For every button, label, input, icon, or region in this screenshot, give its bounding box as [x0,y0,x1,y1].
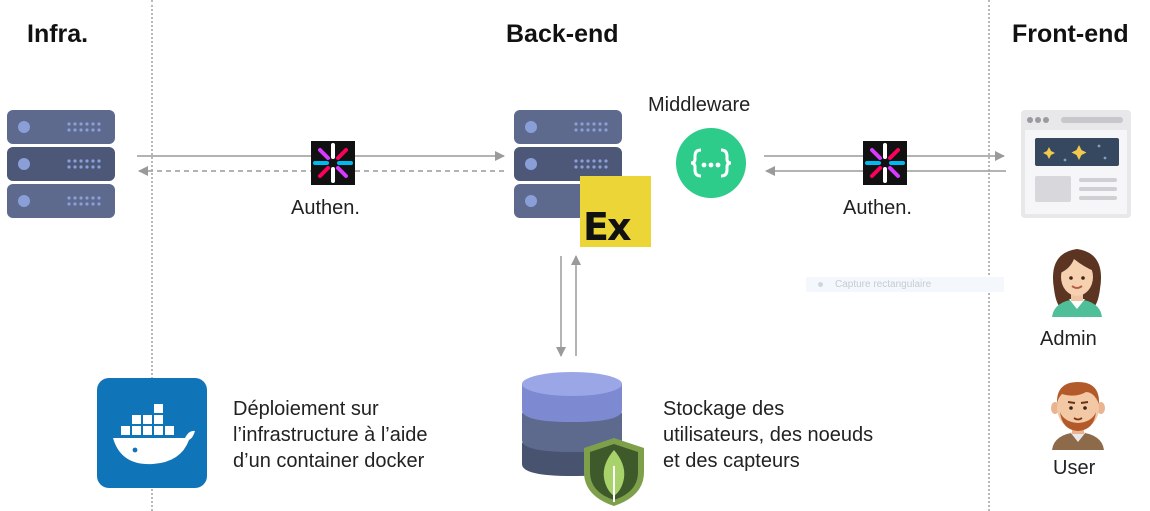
title-frontend: Front-end [1012,20,1129,48]
storage-description: Stockage des utilisateurs, des noeuds et… [663,396,873,474]
express-logo-text: Ex [583,205,631,249]
jwt-logo-icon-right [863,141,907,185]
title-backend: Back-end [506,20,619,48]
webpage-icon [1021,110,1131,218]
docker-desc-line-1: Déploiement sur [233,398,379,420]
divider-right [988,0,990,511]
user-label: User [1053,457,1096,479]
authen-label-right: Authen. [843,197,912,219]
docker-desc-line-2: l’infrastructure à l’aide [233,424,428,446]
capture-label: Capture rectangulaire [835,279,932,290]
express-logo-icon: Ex [580,176,651,249]
jwt-logo-icon-left [311,141,355,185]
mongodb-logo-icon [582,436,646,508]
user-avatar-icon [1048,376,1108,450]
docker-desc-line-3: d’un container docker [233,450,425,472]
infra-server-icon [7,110,117,218]
middleware-icon [676,128,746,198]
storage-desc-line-1: Stockage des [663,398,785,420]
capture-chip: Capture rectangulaire [806,277,1004,292]
storage-desc-line-2: utilisateurs, des noeuds [663,424,874,446]
admin-label: Admin [1040,328,1097,350]
capture-dot-icon [818,281,823,287]
middleware-label: Middleware [648,94,751,116]
title-infra: Infra. [27,20,89,48]
divider-left [151,0,153,511]
docker-logo-icon [97,378,207,488]
admin-avatar-icon [1044,245,1110,317]
docker-description: Déploiement sur l’infrastructure à l’aid… [233,396,428,474]
storage-desc-line-3: et des capteurs [663,450,800,472]
authen-label-left: Authen. [291,197,360,219]
